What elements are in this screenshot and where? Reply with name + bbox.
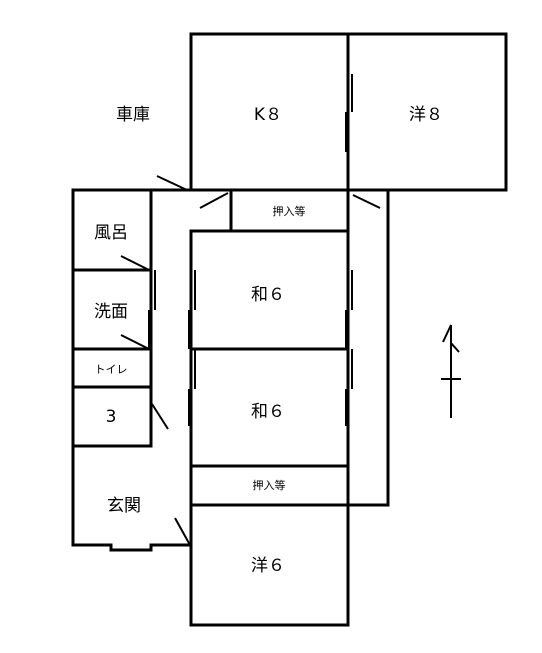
main-walls (71, 188, 390, 552)
room-label-garage: 車庫 (116, 105, 150, 125)
room-label-storage-3: 3 (106, 407, 117, 427)
top-block-walls (189, 32, 508, 192)
swing-doors (120, 175, 381, 546)
room-label-western-8: 洋８ (409, 105, 443, 125)
sliding-doors (148, 74, 353, 426)
room-label-japanese-6-b: 和６ (251, 402, 285, 422)
room-label-closet-upper: 押入等 (273, 204, 306, 218)
room-label-western-6: 洋６ (251, 556, 285, 576)
room-label-bath: 風呂 (94, 223, 128, 243)
room-labels: 車庫 K８ 洋８ 風呂 洗面 トイレ 3 押入等 和６ 和６ 押入等 玄関 洋６ (94, 105, 443, 576)
north-arrow-icon (441, 324, 461, 418)
room-label-kitchen: K８ (254, 105, 282, 125)
room-label-washroom: 洗面 (94, 302, 128, 322)
room-label-closet-lower: 押入等 (253, 478, 286, 492)
room-label-toilet: トイレ (95, 363, 128, 376)
room-label-japanese-6-a: 和６ (251, 285, 285, 305)
inner-room-walls (189, 188, 350, 627)
room-label-entrance: 玄関 (107, 496, 141, 516)
